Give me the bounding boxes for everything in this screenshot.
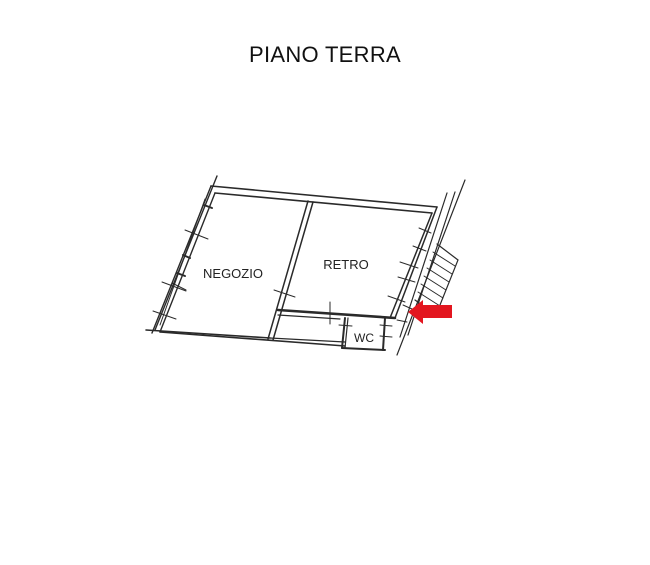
left-wall [151, 175, 218, 334]
right-wall [387, 179, 466, 356]
arrow-left-icon [408, 300, 452, 324]
room-label-retro: RETRO [323, 257, 369, 272]
room-label-wc: WC [354, 331, 374, 345]
bottom-wall [145, 329, 346, 347]
wc-room-walls [338, 317, 393, 351]
page-title: PIANO TERRA [248, 42, 402, 67]
retro-bottom-wall [276, 301, 397, 325]
room-label-negozio: NEGOZIO [203, 266, 263, 281]
top-wall [210, 185, 438, 214]
partition-wall [267, 200, 314, 341]
